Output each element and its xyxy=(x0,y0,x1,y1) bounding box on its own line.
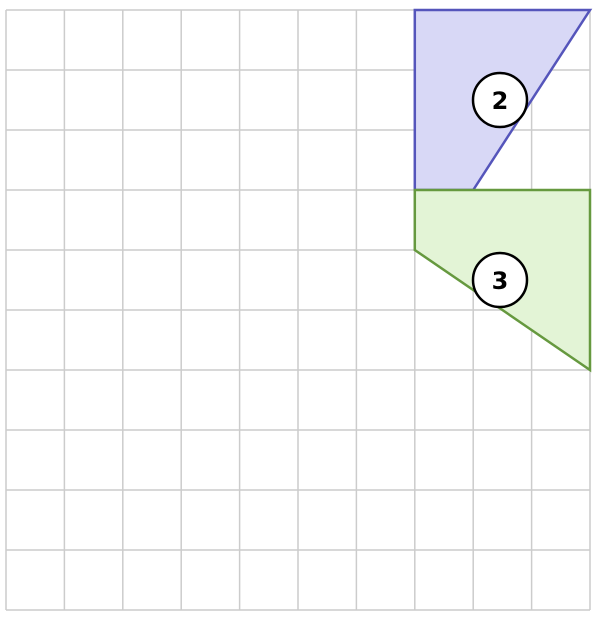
shape-3-label: 3 xyxy=(492,267,509,295)
shape-2: 2 xyxy=(413,8,593,192)
shape-3-label-circle xyxy=(471,251,529,309)
shape-2-label: 2 xyxy=(492,87,509,115)
shape-2-label-circle xyxy=(471,71,529,129)
shape-3: 3 xyxy=(413,188,592,373)
